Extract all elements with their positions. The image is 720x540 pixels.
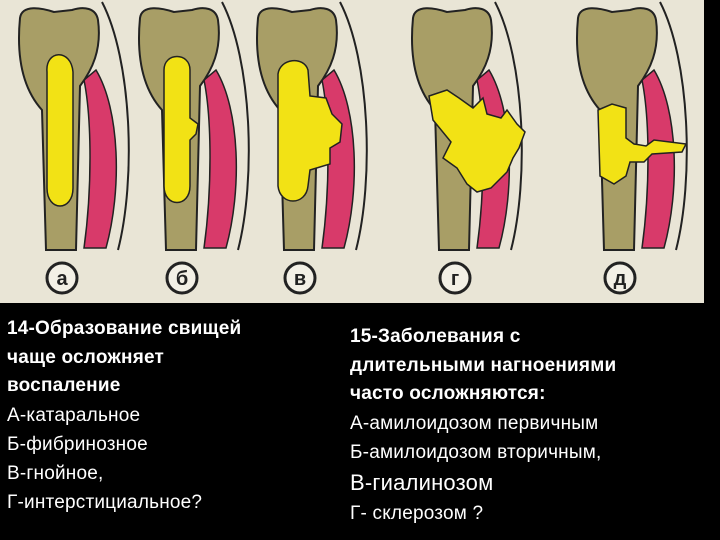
question-14-option-a: А-катаральное [7,404,141,426]
muscle-layer [641,68,676,249]
pus-cavity [597,103,688,185]
panel-а: а [17,1,130,295]
skin-line [221,1,250,251]
question-14: 14-Образование свищей чаще осложняет вос… [7,315,337,517]
panel-б: б [137,1,250,295]
panel-г: г [410,1,526,295]
pus-cavity [163,55,199,204]
muscle-layer [83,68,118,249]
panel-label-circle [283,261,317,295]
question-15-option-b: Б-амилоидозом вторичным, [350,441,602,463]
skin-line [101,1,130,251]
panel-label: д [614,268,627,290]
panel-label-circle [165,261,199,295]
muscle-layer [203,68,238,249]
panel-label-circle [438,261,472,295]
pus-cavity [428,89,526,193]
panel-label: б [176,268,188,290]
question-15-option-g: Г- склерозом ? [350,502,484,524]
panel-label: г [451,268,459,290]
question-15-option-a: А-амилоидозом первичным [350,412,599,434]
bone-fistula-illustration: а б в г д [0,0,704,303]
panel-label-circle [45,261,79,295]
panel-в: в [255,1,368,295]
question-15-line: часто осложняются: [350,383,546,404]
question-14-option-g: Г-интерстициальное? [7,491,203,513]
question-14-line: 14-Образование свищей [7,318,242,339]
pus-cavity [277,60,343,202]
question-14-option-v: В-гнойное, [7,462,104,484]
panel-label-circle [603,261,637,295]
question-14-line: воспаление [7,375,121,396]
skin-line [339,1,368,251]
question-15: 15-Заболевания с длительными нагноениями… [350,323,710,528]
pus-cavity [46,54,74,207]
question-14-line: чаще осложняет [7,346,165,368]
skin-line [494,1,523,251]
panel-label: а [56,268,68,290]
panel-д: д [575,1,688,295]
skin-line [659,1,688,251]
question-15-option-v: В-гиалинозом [350,469,494,495]
question-15-line: длительными нагноениями [350,354,617,376]
panel-label: в [294,268,306,290]
illustration-canvas: а б в г д [17,1,688,295]
question-14-option-b: Б-фибринозное [7,433,148,455]
question-15-line: 15-Заболевания с [350,326,521,347]
